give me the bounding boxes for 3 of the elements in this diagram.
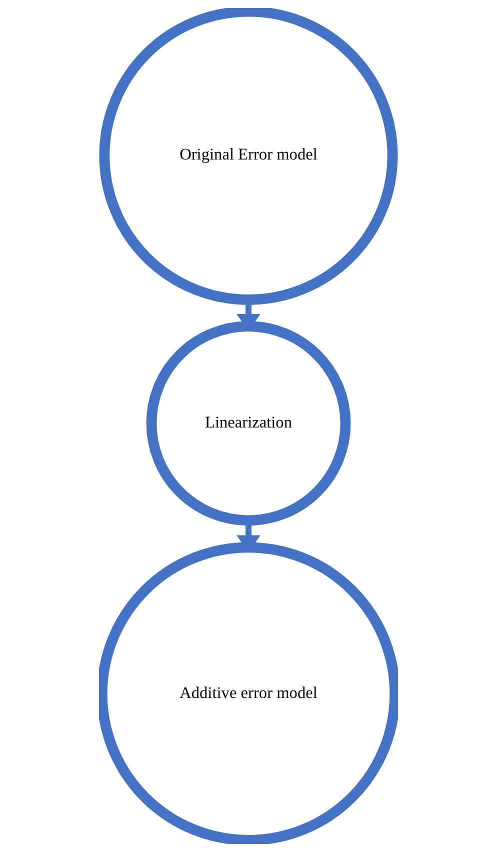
node-circle: Original Error model bbox=[99, 8, 398, 305]
node-circle: Additive error model bbox=[99, 542, 398, 844]
node-circle: Linearization bbox=[146, 321, 351, 526]
